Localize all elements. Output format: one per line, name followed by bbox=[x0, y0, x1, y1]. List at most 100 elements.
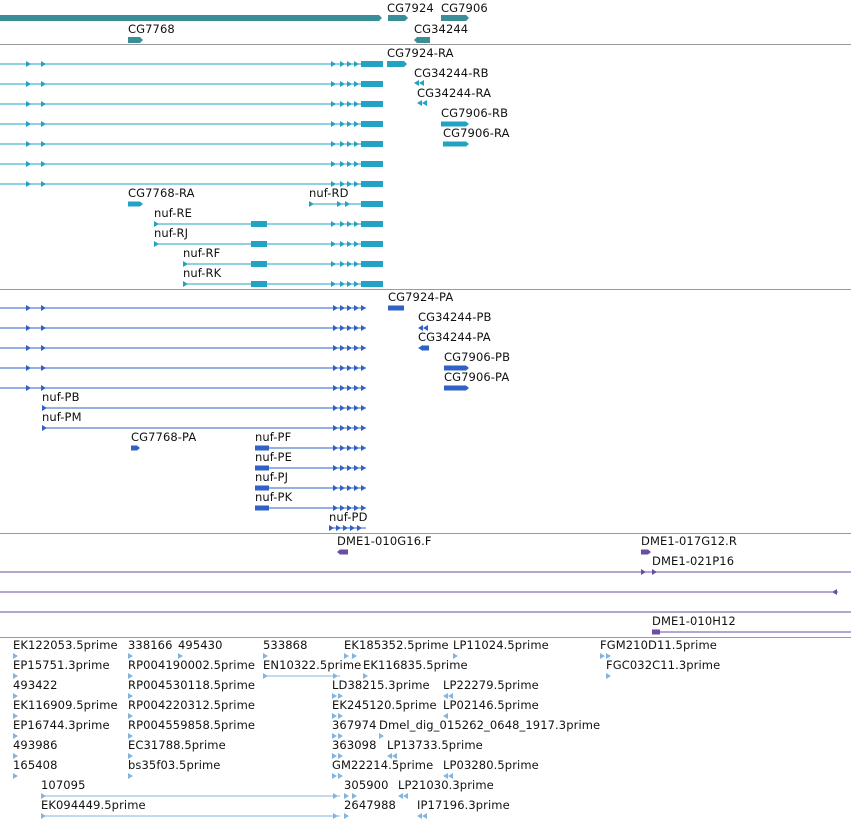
strand-arrow-right bbox=[338, 693, 343, 699]
est-label[interactable]: EC31788.5prime bbox=[128, 738, 226, 752]
transcript-label[interactable]: CG34244-RB bbox=[414, 66, 489, 80]
protein-label[interactable]: nuf-PE bbox=[255, 450, 292, 464]
est-label[interactable]: 493986 bbox=[13, 738, 58, 752]
strand-arrow-left bbox=[392, 753, 397, 759]
strand-arrow-right bbox=[361, 365, 366, 371]
protein-label[interactable]: nuf-PJ bbox=[255, 470, 289, 484]
protein-label[interactable]: nuf-PB bbox=[42, 390, 80, 404]
est-label[interactable]: LD38215.3prime bbox=[332, 678, 430, 692]
est-label[interactable]: FGC032C11.3prime bbox=[606, 658, 721, 672]
strand-arrow-right bbox=[606, 673, 611, 679]
transcript-label[interactable]: CG34244-RA bbox=[417, 86, 492, 100]
gene-label[interactable]: CG7924 bbox=[387, 1, 434, 15]
est-label[interactable]: FGM210D11.5prime bbox=[600, 638, 717, 652]
est-label[interactable]: RP004530118.5prime bbox=[128, 678, 256, 692]
est-label[interactable]: EK116835.5prime bbox=[363, 658, 468, 672]
est-label[interactable]: 165408 bbox=[13, 758, 58, 772]
clone-label[interactable]: DME1-021P16 bbox=[652, 554, 735, 568]
protein-label[interactable]: nuf-PK bbox=[255, 490, 293, 504]
est-label[interactable]: LP02146.5prime bbox=[443, 698, 539, 712]
transcript-label[interactable]: CG7924-RA bbox=[387, 46, 454, 60]
clone-label[interactable]: DME1-017G12.R bbox=[641, 534, 737, 548]
est-label[interactable]: RP004559858.5prime bbox=[128, 718, 256, 732]
protein-label[interactable]: CG7906-PA bbox=[444, 370, 510, 384]
clone-label[interactable]: DME1-010G16.F bbox=[337, 534, 432, 548]
strand-arrow-left bbox=[414, 80, 419, 86]
protein-label[interactable]: CG34244-PA bbox=[418, 330, 491, 344]
strand-arrow-right bbox=[13, 773, 18, 779]
strand-arrow-right bbox=[178, 653, 183, 659]
strand-arrow-right bbox=[344, 653, 349, 659]
gene-label[interactable]: CG7906 bbox=[441, 1, 488, 15]
strand-arrow-right bbox=[347, 221, 352, 227]
est-label[interactable]: 363098 bbox=[332, 738, 377, 752]
est-label[interactable]: 338166 bbox=[128, 638, 173, 652]
est-label[interactable]: EP16744.3prime bbox=[13, 718, 110, 732]
est-label[interactable]: LP13733.5prime bbox=[387, 738, 483, 752]
est-label[interactable]: Dmel_dig_015262_0648_1917.3prime bbox=[379, 718, 601, 732]
protein-label[interactable]: CG34244-PB bbox=[418, 310, 492, 324]
transcript-label[interactable]: CG7768-RA bbox=[128, 186, 195, 200]
transcript-label[interactable]: nuf-RF bbox=[183, 246, 221, 260]
gene-label[interactable]: CG34244 bbox=[414, 22, 469, 36]
protein-label[interactable]: nuf-PD bbox=[329, 510, 368, 524]
strand-arrow-left bbox=[403, 793, 408, 799]
exon-block bbox=[251, 261, 267, 267]
transcript-label[interactable]: nuf-RJ bbox=[154, 226, 189, 240]
strand-arrow-right bbox=[354, 405, 359, 411]
strand-arrow-right bbox=[354, 365, 359, 371]
clone-label[interactable]: DME1-010H12 bbox=[652, 614, 736, 628]
exon-block bbox=[361, 281, 383, 287]
est-label[interactable]: 2647988 bbox=[344, 798, 396, 812]
strand-arrow-right bbox=[361, 305, 366, 311]
strand-arrow-right bbox=[347, 181, 352, 187]
est-label[interactable]: RP004220312.5prime bbox=[128, 698, 256, 712]
protein-label[interactable]: CG7906-PB bbox=[444, 350, 511, 364]
est-label[interactable]: LP11024.5prime bbox=[453, 638, 549, 652]
est-label[interactable]: 493422 bbox=[13, 678, 58, 692]
protein-label[interactable]: CG7924-PA bbox=[388, 290, 454, 304]
est-label[interactable]: EN10322.5prime bbox=[263, 658, 362, 672]
protein-label[interactable]: nuf-PM bbox=[42, 410, 82, 424]
protein-label[interactable]: CG7768-PA bbox=[131, 430, 197, 444]
transcript-label[interactable]: nuf-RE bbox=[154, 206, 193, 220]
strand-arrow-right bbox=[354, 81, 359, 87]
strand-arrow-right bbox=[352, 653, 357, 659]
est-label[interactable]: RP004190002.5prime bbox=[128, 658, 256, 672]
strand-arrow-right bbox=[453, 653, 458, 659]
transcript-label[interactable]: CG7906-RB bbox=[441, 106, 509, 120]
exon-block bbox=[652, 629, 660, 635]
est-label[interactable]: EK122053.5prime bbox=[13, 638, 118, 652]
transcript-label[interactable]: nuf-RK bbox=[183, 266, 222, 280]
protein-label[interactable]: nuf-PF bbox=[255, 430, 292, 444]
transcript-label[interactable]: CG7906-RA bbox=[443, 126, 510, 140]
transcript-label[interactable]: nuf-RD bbox=[309, 186, 349, 200]
est-label[interactable]: LP21030.3prime bbox=[398, 778, 494, 792]
est-label[interactable]: EK094449.5prime bbox=[41, 798, 146, 812]
est-label[interactable]: GM22214.5prime bbox=[332, 758, 434, 772]
est-label[interactable]: bs35f03.5prime bbox=[128, 758, 221, 772]
est-label[interactable]: 305900 bbox=[344, 778, 389, 792]
strand-arrow-right bbox=[354, 101, 359, 107]
strand-arrow-right bbox=[333, 325, 338, 331]
strand-arrow-right bbox=[41, 141, 46, 147]
strand-arrow-right bbox=[42, 425, 47, 431]
strand-arrow-right bbox=[347, 505, 352, 511]
est-label[interactable]: LP03280.5prime bbox=[443, 758, 539, 772]
strand-arrow-right bbox=[26, 325, 31, 331]
est-label[interactable]: EK245120.5prime bbox=[332, 698, 437, 712]
gene-label[interactable]: CG7768 bbox=[128, 22, 175, 36]
est-label[interactable]: 533868 bbox=[263, 638, 308, 652]
est-label[interactable]: 367974 bbox=[332, 718, 377, 732]
est-label[interactable]: IP17196.3prime bbox=[417, 798, 510, 812]
est-label[interactable]: EK116909.5prime bbox=[13, 698, 118, 712]
strand-arrow-right bbox=[361, 385, 366, 391]
est-label[interactable]: 495430 bbox=[178, 638, 223, 652]
strand-arrow-right bbox=[354, 325, 359, 331]
est-label[interactable]: EK185352.5prime bbox=[344, 638, 449, 652]
est-label[interactable]: 107095 bbox=[41, 778, 86, 792]
track-separator bbox=[0, 637, 851, 638]
est-label[interactable]: LP22279.5prime bbox=[443, 678, 539, 692]
exon-block bbox=[361, 241, 383, 247]
est-label[interactable]: EP15751.3prime bbox=[13, 658, 110, 672]
